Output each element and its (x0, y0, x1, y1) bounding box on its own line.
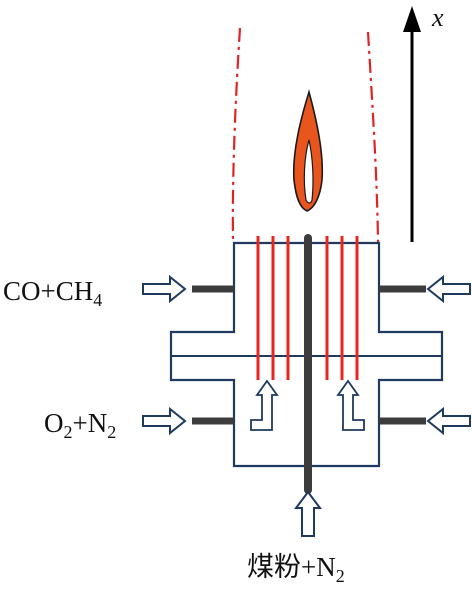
oxidizer-inflow-arrow-right-icon (426, 406, 471, 436)
coal-label: 煤粉+N2 (247, 552, 345, 586)
nozzle-lines-left (256, 236, 290, 380)
fuel-inflow-arrow-right-icon (426, 274, 471, 304)
fuel-inflow-arrow-left-icon (142, 274, 187, 304)
flame-envelope-right (366, 31, 380, 243)
fuel-label: CO+CH4 (3, 276, 102, 310)
axis-x-arrowhead-icon (403, 6, 421, 32)
flame-envelope-left (231, 27, 242, 243)
flame-inner-icon (303, 139, 314, 204)
inner-flow-arrow-left-icon (250, 379, 279, 431)
oxidizer-inflow-arrow-left-icon (142, 406, 187, 436)
axis-x-label: x (431, 3, 444, 32)
oxidizer-label: O2+N2 (44, 408, 116, 442)
inner-flow-arrow-right-icon (336, 379, 365, 431)
nozzle-lines-right (325, 236, 359, 380)
coal-inflow-arrow-icon (294, 490, 322, 537)
